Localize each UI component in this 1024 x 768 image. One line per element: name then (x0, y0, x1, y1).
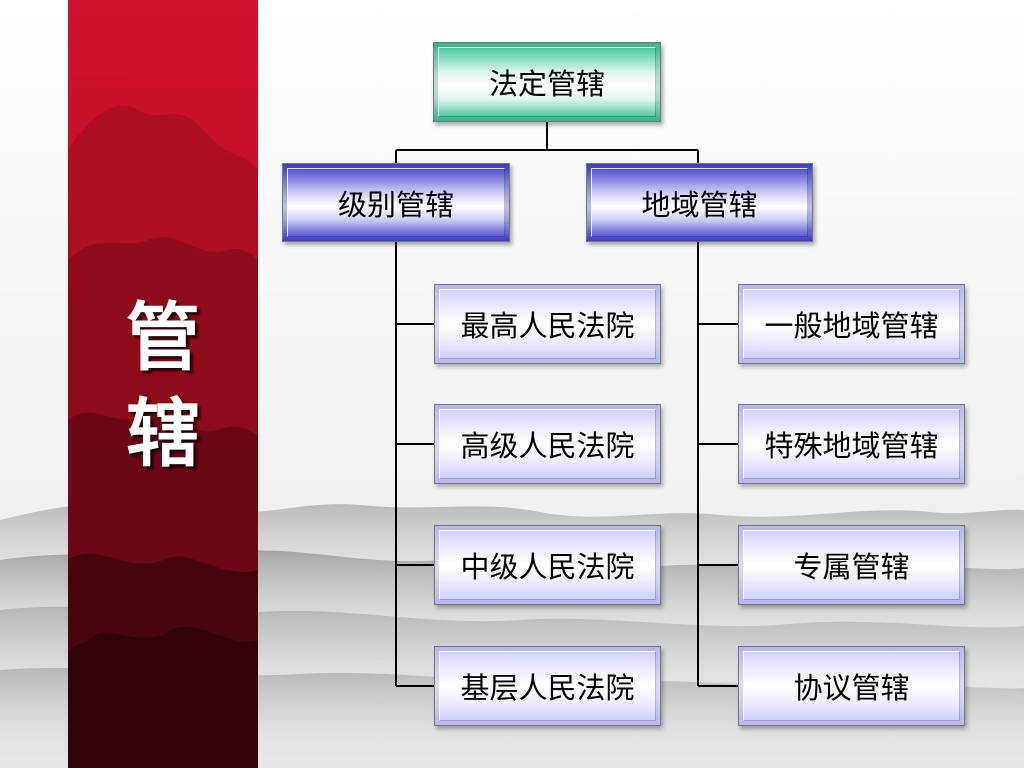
side-title-char-1: 管 (126, 295, 200, 381)
branch-node-label: 级别管辖 (337, 187, 454, 222)
branch-node-label: 地域管辖 (641, 187, 758, 222)
leaf-node: 特殊地域管辖 (738, 404, 965, 484)
leaf-node-label: 一般地域管辖 (764, 309, 939, 343)
leaf-node-label: 协议管辖 (793, 671, 910, 705)
side-title-char-2: 辖 (126, 391, 200, 477)
leaf-node: 协议管辖 (738, 646, 965, 726)
red-mountain-art (68, 0, 258, 768)
leaf-node-label: 中级人民法院 (460, 550, 635, 584)
leaf-node: 专属管辖 (738, 525, 965, 605)
leaf-node: 最高人民法院 (434, 284, 661, 364)
leaf-node: 中级人民法院 (434, 525, 661, 605)
leaf-node-label: 基层人民法院 (460, 671, 635, 705)
root-node-label: 法定管辖 (488, 67, 605, 101)
leaf-node: 一般地域管辖 (738, 284, 965, 364)
leaf-node-label: 专属管辖 (793, 550, 910, 584)
side-panel: 管 辖 (68, 0, 258, 768)
leaf-node-label: 特殊地域管辖 (764, 429, 939, 463)
root-node: 法定管辖 (433, 42, 661, 122)
leaf-node: 高级人民法院 (434, 404, 661, 484)
leaf-node-label: 最高人民法院 (460, 309, 635, 343)
branch-node-level: 级别管辖 (282, 163, 510, 242)
leaf-node: 基层人民法院 (434, 646, 661, 726)
branch-node-territorial: 地域管辖 (586, 163, 813, 242)
leaf-node-label: 高级人民法院 (460, 429, 635, 463)
side-title: 管 辖 (68, 290, 258, 482)
